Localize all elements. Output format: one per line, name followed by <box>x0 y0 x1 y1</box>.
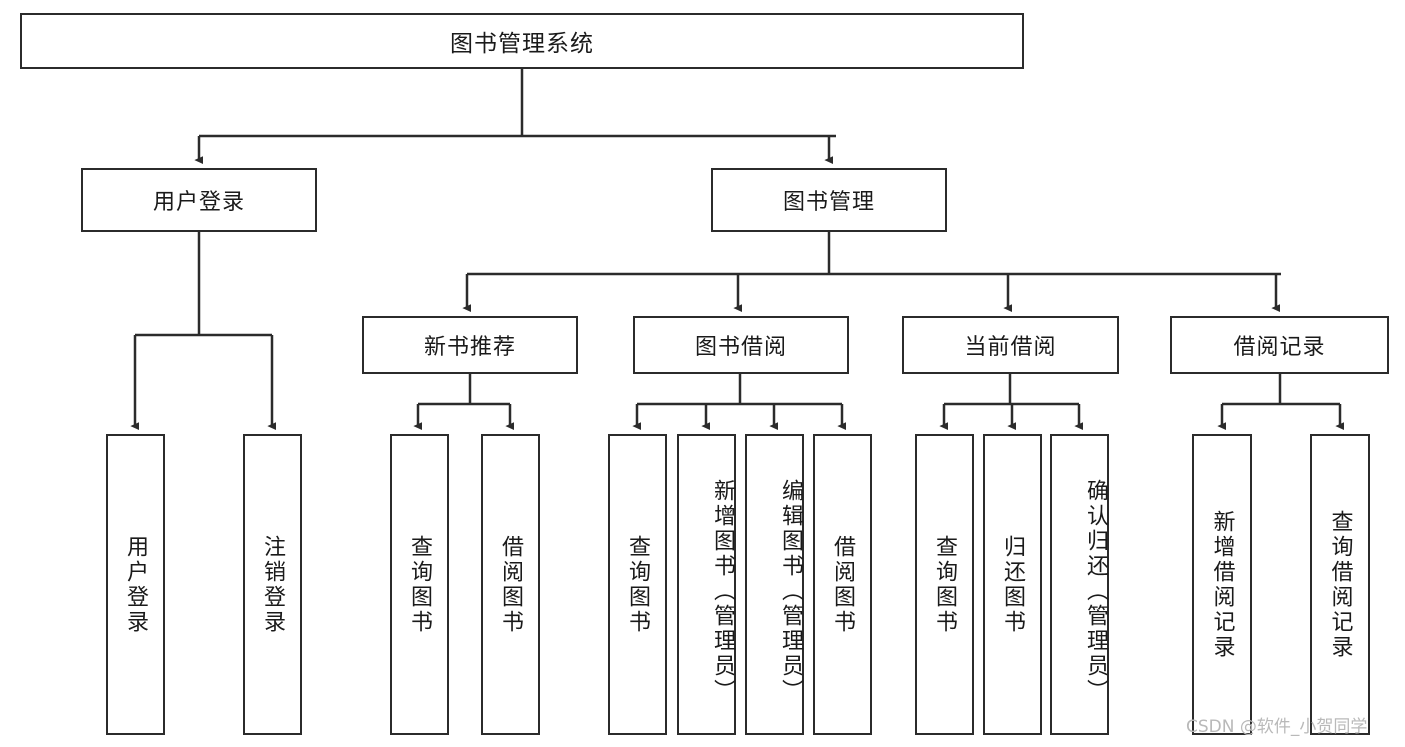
node-new-book-recommend[interactable]: 新书推荐 <box>362 316 578 374</box>
node-leaf-borrow-book-1[interactable]: 借阅图书 <box>481 434 540 735</box>
node-leaf-query-book-3[interactable]: 查询图书 <box>915 434 974 735</box>
node-leaf-query-record[interactable]: 查询借阅记录 <box>1310 434 1370 735</box>
node-leaf-query-book-2[interactable]: 查询图书 <box>608 434 667 735</box>
node-leaf-edit-book[interactable]: 编辑图书（管理员） <box>745 434 804 735</box>
node-borrow-record[interactable]: 借阅记录 <box>1170 316 1389 374</box>
node-leaf-confirm-return[interactable]: 确认归还（管理员） <box>1050 434 1109 735</box>
node-book-borrow[interactable]: 图书借阅 <box>633 316 849 374</box>
csdn-watermark: CSDN @软件_小贺同学 <box>1186 717 1368 737</box>
node-leaf-query-book-1[interactable]: 查询图书 <box>390 434 449 735</box>
node-current-borrow[interactable]: 当前借阅 <box>902 316 1119 374</box>
node-user-login[interactable]: 用户登录 <box>81 168 317 232</box>
node-leaf-borrow-book-2[interactable]: 借阅图书 <box>813 434 872 735</box>
node-leaf-add-book[interactable]: 新增图书（管理员） <box>677 434 736 735</box>
node-leaf-logout[interactable]: 注销登录 <box>243 434 302 735</box>
node-book-manage[interactable]: 图书管理 <box>711 168 947 232</box>
node-leaf-add-record[interactable]: 新增借阅记录 <box>1192 434 1252 735</box>
node-root[interactable]: 图书管理系统 <box>20 13 1024 69</box>
node-leaf-user-login[interactable]: 用户登录 <box>106 434 165 735</box>
node-leaf-return-book[interactable]: 归还图书 <box>983 434 1042 735</box>
